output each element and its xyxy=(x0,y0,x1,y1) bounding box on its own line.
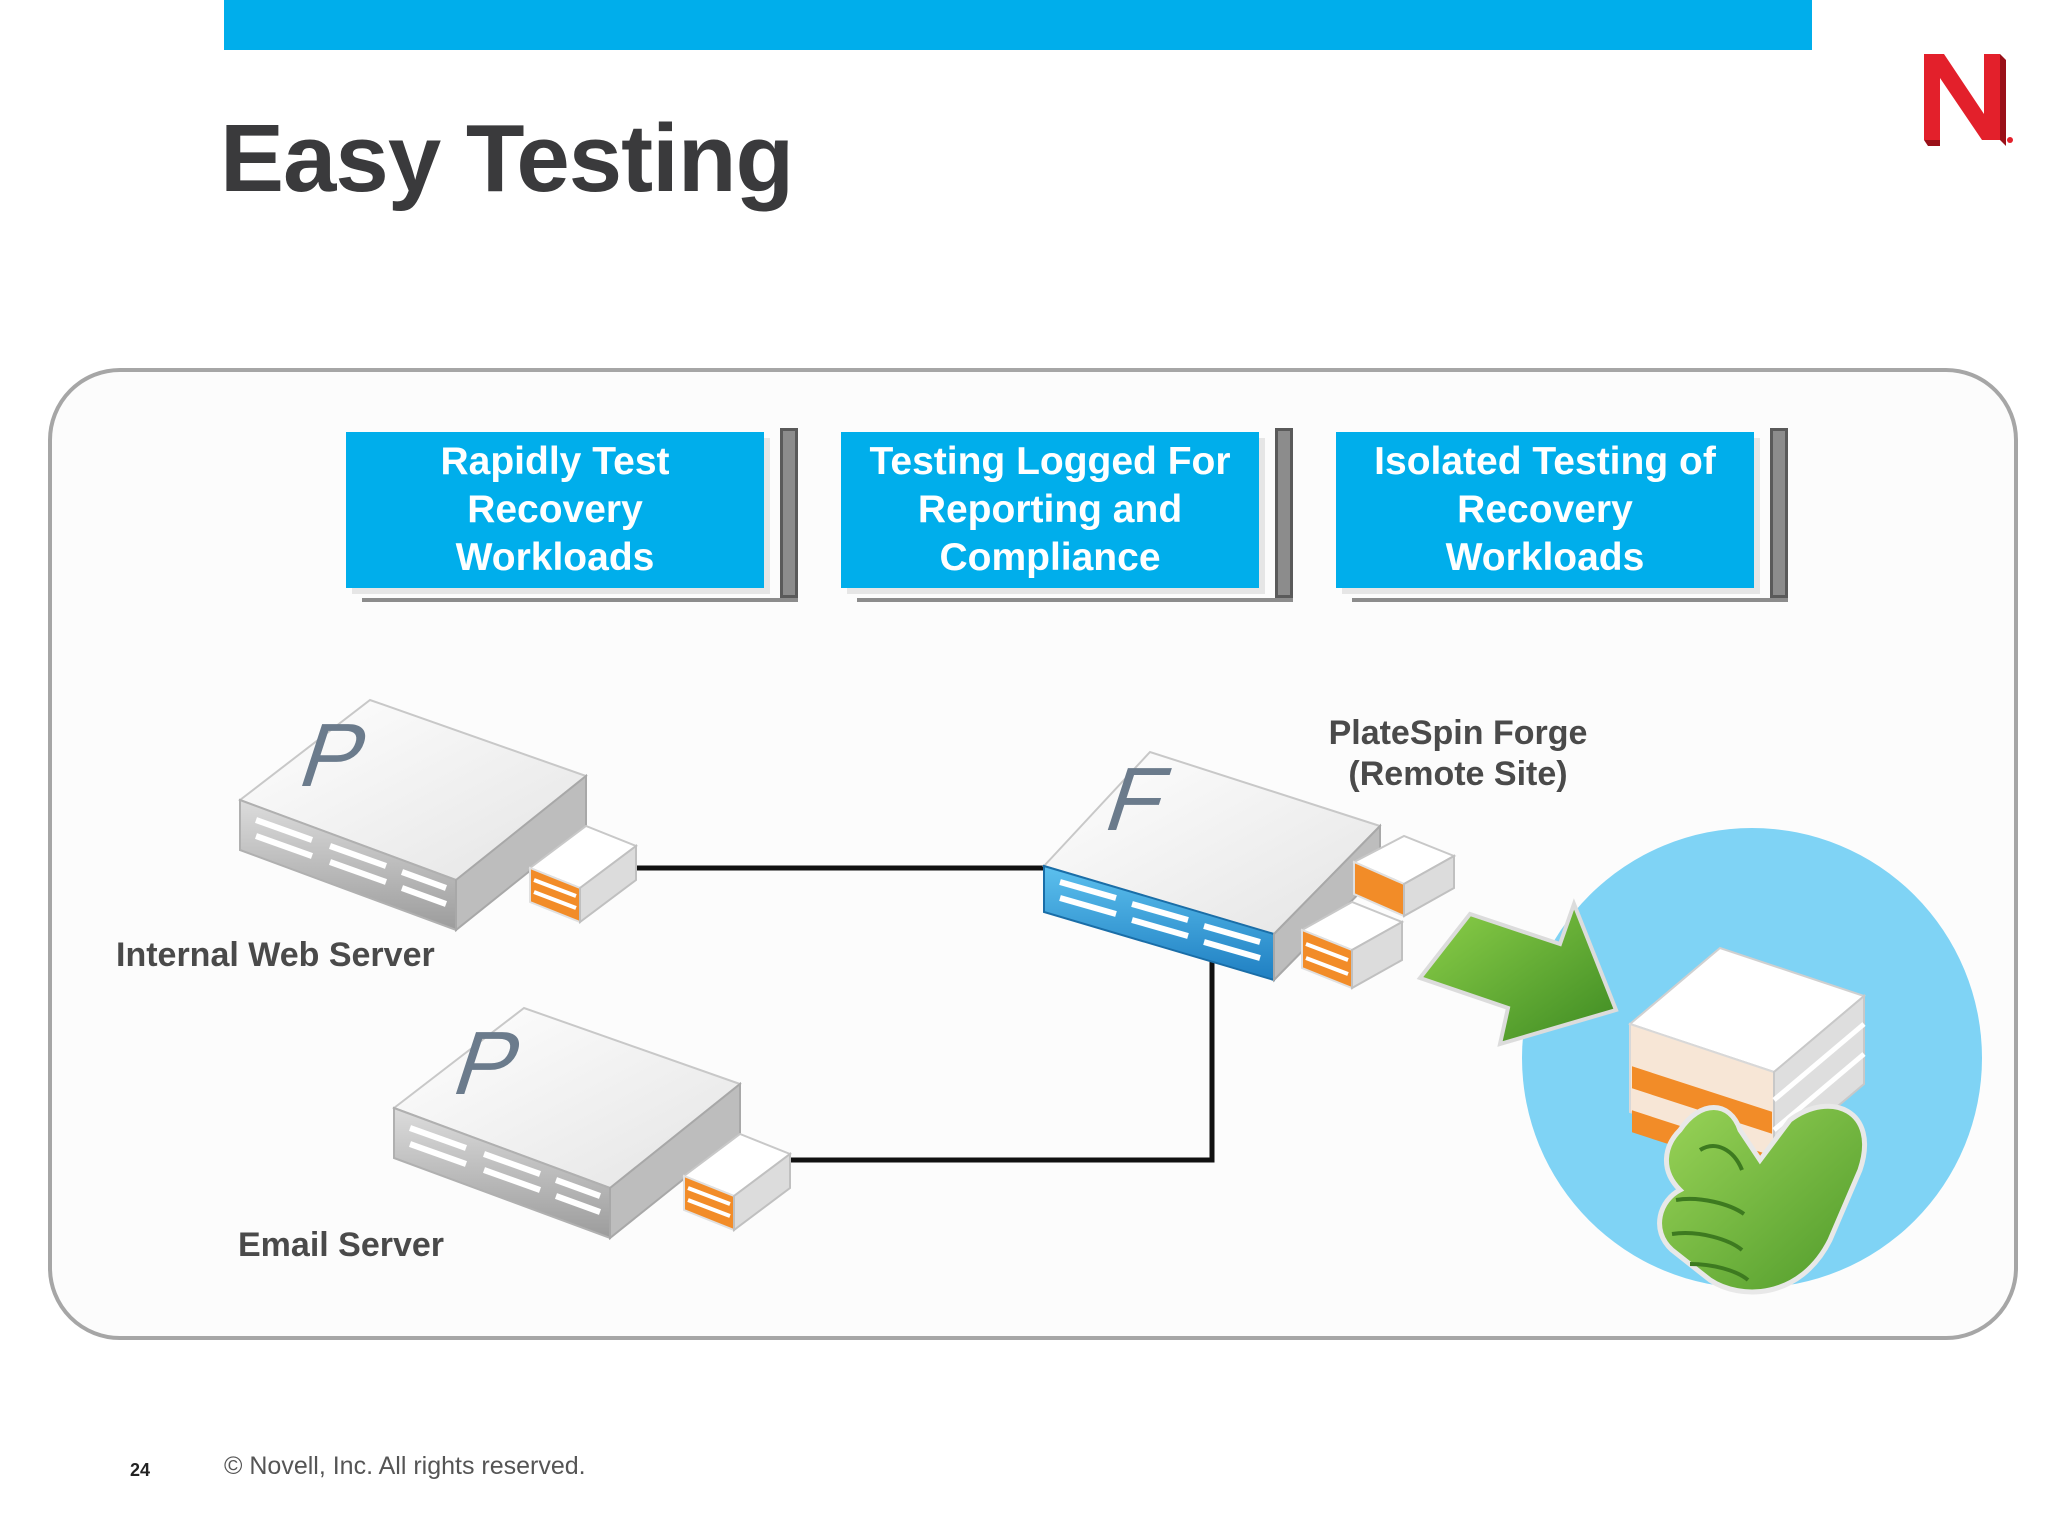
page-number: 24 xyxy=(130,1460,151,1480)
box-edge xyxy=(780,428,798,598)
server-icon-forge: F xyxy=(1042,748,1457,990)
box-edge xyxy=(1275,428,1293,598)
thumbs-up-icon xyxy=(1657,1103,1868,1295)
arrow-icon xyxy=(1416,898,1619,1047)
server-icon-email: P xyxy=(391,1006,793,1241)
copyright-text: © Novell, Inc. All rights reserved. xyxy=(224,1452,586,1480)
feature-box-logged: Testing Logged For Reporting and Complia… xyxy=(841,428,1293,602)
top-accent-bar xyxy=(224,0,1812,50)
novell-logo xyxy=(1924,54,2013,146)
box-edge xyxy=(1352,598,1788,602)
server-icon-web: P xyxy=(237,698,639,933)
box-edge xyxy=(1770,428,1788,598)
box-edge xyxy=(857,598,1293,602)
web-server-label: Internal Web Server xyxy=(116,936,435,974)
feature-box-rapid-test: Rapidly Test Recovery Workloads xyxy=(346,428,798,602)
feature-label: Rapidly Test Recovery Workloads xyxy=(440,440,670,579)
feature-box-isolated: Isolated Testing of Recovery Workloads xyxy=(1336,428,1788,602)
slide-title: Easy Testing xyxy=(220,105,794,212)
feature-label: Testing Logged For Reporting and Complia… xyxy=(869,440,1231,579)
connector-line-email xyxy=(786,958,1215,1163)
box-edge xyxy=(362,598,798,602)
email-server-label: Email Server xyxy=(238,1226,445,1264)
forge-label: PlateSpin Forge (Remote Site) xyxy=(1328,714,1588,793)
feature-label: Isolated Testing of Recovery Workloads xyxy=(1374,440,1716,579)
